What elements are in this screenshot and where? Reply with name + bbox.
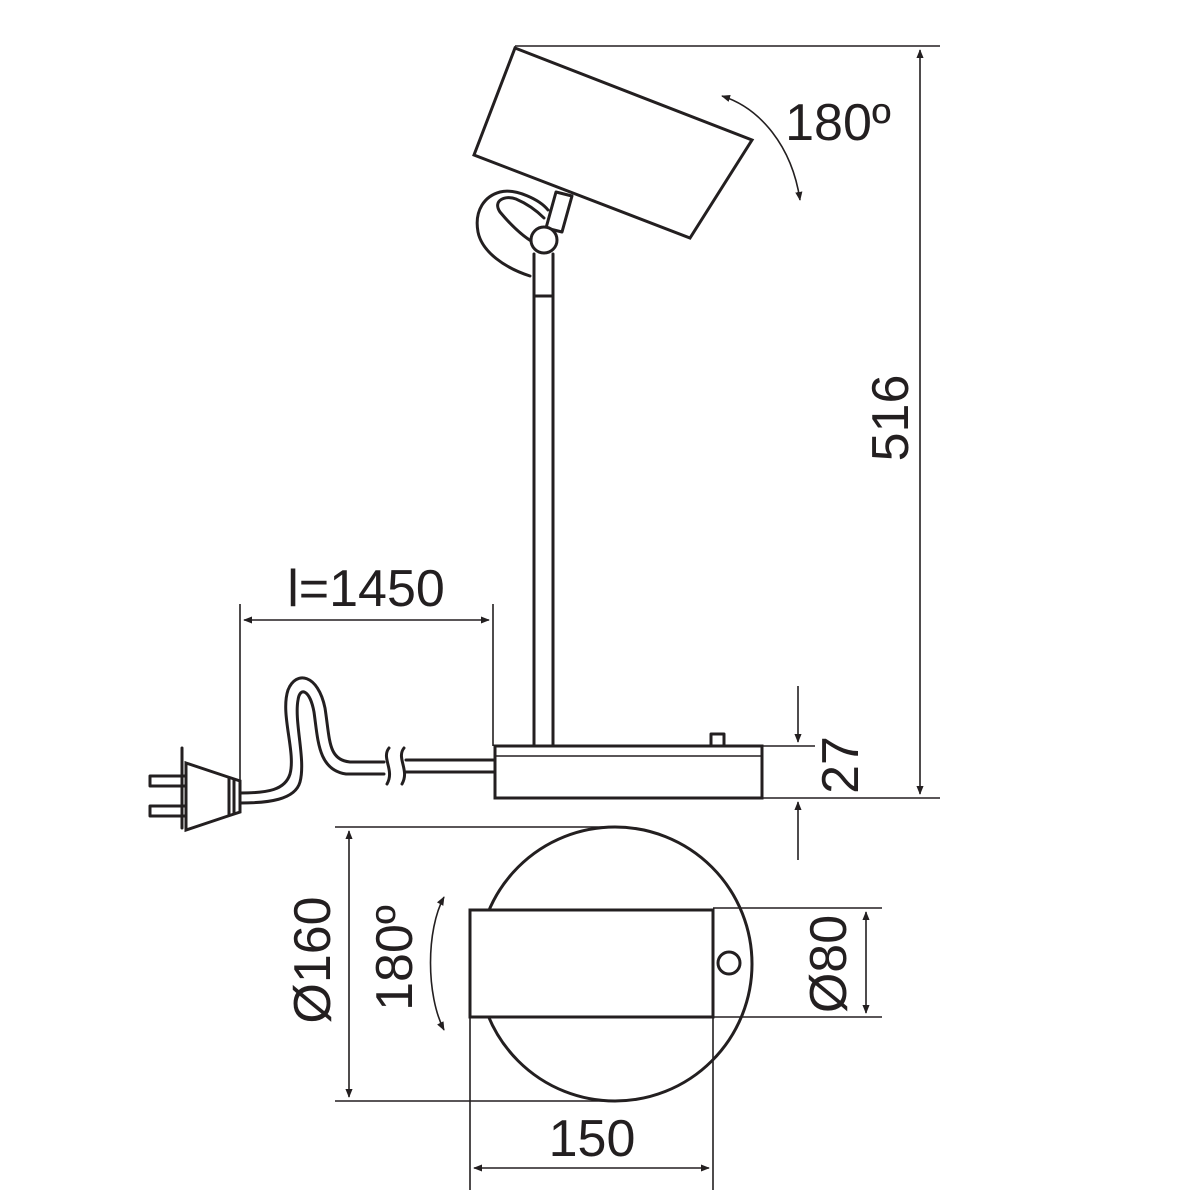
cable-length-label: l=1450	[287, 560, 445, 618]
switch-button	[709, 732, 726, 748]
lamp-arm-top	[532, 252, 555, 298]
rotation-side-label: 180º	[785, 94, 891, 152]
plug-pin-top	[148, 774, 188, 788]
rotation-top-label: 180º	[366, 905, 424, 1011]
cable-coil	[238, 676, 386, 805]
plug-body	[184, 760, 242, 833]
rotation-arc-side	[721, 95, 803, 201]
plug-ridges	[227, 776, 236, 817]
power-cable	[404, 758, 497, 774]
side-view	[148, 46, 764, 833]
head-diameter-label: Ø80	[800, 915, 858, 1013]
height-label: 516	[862, 375, 920, 462]
top-view	[468, 825, 754, 1103]
lamp-handle-loop	[475, 189, 550, 278]
lamp-base	[493, 744, 764, 800]
switch-button-top	[716, 950, 742, 976]
lamp-stem	[532, 294, 555, 748]
lamp-head-top	[468, 908, 715, 1019]
head-length-label: 150	[549, 1110, 636, 1168]
side-dimensions: 516 27 l=1450 180º	[239, 45, 940, 860]
top-dimensions: Ø160 180º Ø80 150	[284, 826, 882, 1190]
lamp-head-shade	[472, 46, 755, 240]
base-height-label: 27	[812, 736, 870, 794]
plug-pin-bottom	[148, 804, 188, 818]
rotation-arc-top	[429, 896, 445, 1031]
base-diameter-label: Ø160	[284, 896, 342, 1023]
cable-break-marks	[384, 746, 407, 786]
lamp-joint	[529, 225, 559, 255]
lamp-neck	[544, 190, 574, 234]
